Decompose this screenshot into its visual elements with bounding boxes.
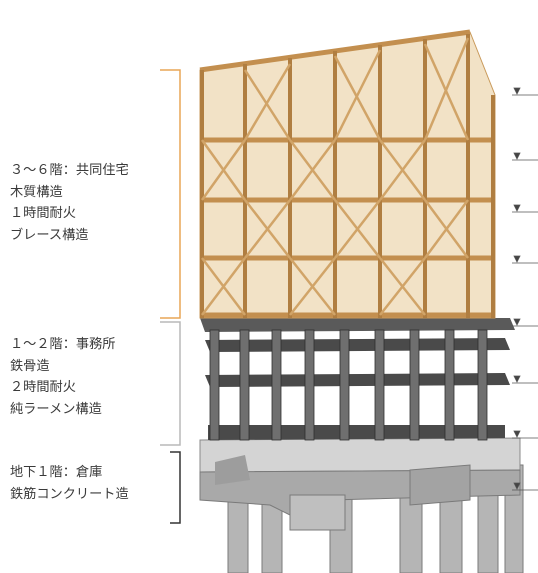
wood-bracket <box>160 69 181 319</box>
steel-label-line-3: ２時間耐火 <box>10 380 76 395</box>
steel-label-line-1: １～２階：事務所 <box>10 337 116 352</box>
wood-label-line-1: ３～６階：共同住宅 <box>10 163 129 178</box>
steel-label-line-4: 純ラーメン構造 <box>10 401 102 417</box>
wood-structure-label: ３～６階：共同住宅 木質構造 １時間耐火 ブレース構造 <box>10 160 129 246</box>
steel-structure-label: １～２階：事務所 鉄骨造 ２時間耐火 純ラーメン構造 <box>10 334 116 420</box>
rc-structure-label: 地下１階：倉庫 鉄筋コンクリート造 <box>10 462 129 505</box>
wood-label-line-4: ブレース構造 <box>10 227 89 243</box>
wood-label-line-2: 木質構造 <box>10 184 63 200</box>
wood-label-line-3: １時間耐火 <box>10 206 76 221</box>
rc-label-line-1: 地下１階：倉庫 <box>10 465 103 480</box>
rc-label-line-2: 鉄筋コンクリート造 <box>10 486 129 502</box>
timber-frame <box>199 29 496 319</box>
steel-bracket <box>160 321 181 446</box>
rc-bracket <box>170 451 181 524</box>
steel-label-line-2: 鉄骨造 <box>10 358 50 374</box>
steel-frame <box>200 318 515 441</box>
concrete-basement <box>199 437 521 531</box>
level-markers <box>512 87 538 491</box>
